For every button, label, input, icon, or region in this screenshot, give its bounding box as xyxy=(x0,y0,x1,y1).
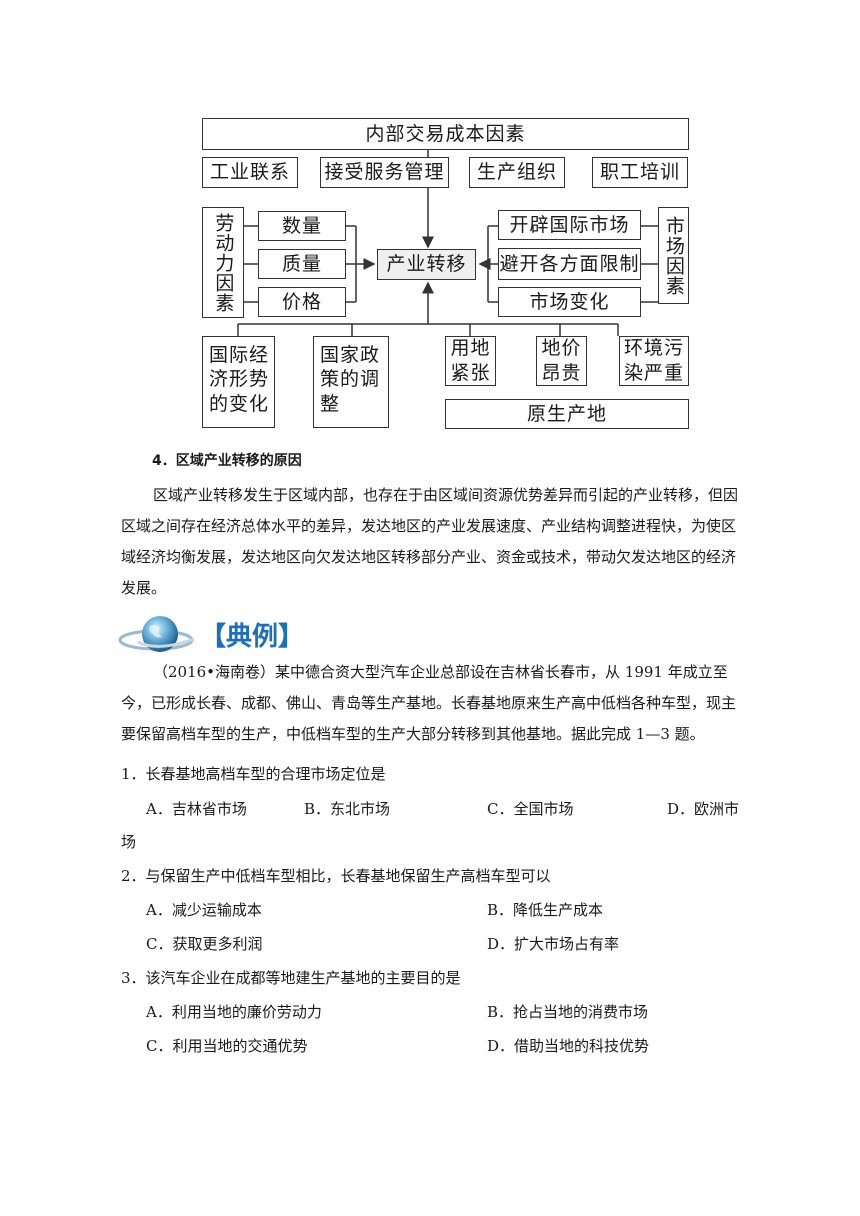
pollution-box: 环境污 染严重 xyxy=(619,336,689,386)
labor-quantity-box: 数量 xyxy=(258,211,346,241)
labor-price-box: 价格 xyxy=(258,287,346,317)
labor-factor-box: 劳动力因素 xyxy=(202,207,244,318)
example-banner-title: 【典例】 xyxy=(200,622,305,652)
question-2-option-b: B．降低生产成本 xyxy=(487,901,604,919)
market-change-box: 市场变化 xyxy=(498,287,641,317)
intl-economy-change-box: 国际经 济形势 的变化 xyxy=(202,336,275,428)
market-factor-box: 市场因素 xyxy=(658,207,689,304)
question-3-option-a: A．利用当地的廉价劳动力 xyxy=(146,1003,322,1021)
avoid-restrictions-box: 避开各方面限制 xyxy=(498,248,641,280)
section-4-body: 区域产业转移发生于区域内部，也存在于由区域间资源优势差异而引起的产业转移，但因区… xyxy=(121,480,739,604)
question-2-option-a: A．减少运输成本 xyxy=(146,901,262,919)
question-1-option-c: C．全国市场 xyxy=(487,800,574,818)
service-management-box: 接受服务管理 xyxy=(320,157,449,188)
high-land-price-box: 地价 昂贵 xyxy=(536,336,587,386)
industry-transfer-diagram: 内部交易成本因素 工业联系 接受服务管理 生产组织 职工培训 劳动力因素 数量 … xyxy=(0,0,860,440)
example-intro-paragraph: （2016•海南卷）某中德合资大型汽车企业总部设在吉林省长春市，从 1991 年… xyxy=(121,663,737,743)
question-1-option-d-wrap: 场 xyxy=(121,833,137,851)
labor-quality-box: 质量 xyxy=(258,249,346,279)
land-shortage-box: 用地 紧张 xyxy=(445,336,496,386)
question-2-option-d: D．扩大市场占有率 xyxy=(487,935,620,953)
question-3-option-c: C．利用当地的交通优势 xyxy=(146,1037,308,1055)
origin-site-box: 原生产地 xyxy=(445,399,689,429)
open-intl-market-box: 开辟国际市场 xyxy=(498,210,641,240)
question-1-option-d: D．欧洲市 xyxy=(667,800,740,818)
industrial-linkage-box: 工业联系 xyxy=(202,157,298,188)
question-1-option-a: A．吉林省市场 xyxy=(146,800,247,818)
section-4-title: 4．区域产业转移的原因 xyxy=(152,453,302,469)
question-3-option-b: B．抢占当地的消费市场 xyxy=(487,1003,649,1021)
question-2-option-c: C．获取更多利润 xyxy=(146,935,263,953)
staff-training-box: 职工培训 xyxy=(592,157,688,188)
production-organization-box: 生产组织 xyxy=(469,157,565,188)
diagram-connectors xyxy=(237,149,658,336)
question-3-stem: 3．该汽车企业在成都等地建生产基地的主要目的是 xyxy=(121,969,461,987)
question-1-stem: 1．长春基地高档车型的合理市场定位是 xyxy=(121,765,386,783)
example-intro: （2016•海南卷）某中德合资大型汽车企业总部设在吉林省长春市，从 1991 年… xyxy=(121,657,739,750)
internal-cost-factors-box: 内部交易成本因素 xyxy=(202,118,689,150)
globe-banner-icon xyxy=(118,616,195,652)
section-4-paragraph: 区域产业转移发生于区域内部，也存在于由区域间资源优势差异而引起的产业转移，但因区… xyxy=(121,486,739,597)
industry-transfer-center-box: 产业转移 xyxy=(377,249,476,280)
question-1-option-b: B．东北市场 xyxy=(304,800,391,818)
question-3-option-d: D．借助当地的科技优势 xyxy=(487,1037,650,1055)
question-2-stem: 2．与保留生产中低档车型相比，长春基地保留生产高档车型可以 xyxy=(121,867,551,885)
national-policy-box: 国家政 策的调 整 xyxy=(313,336,389,428)
